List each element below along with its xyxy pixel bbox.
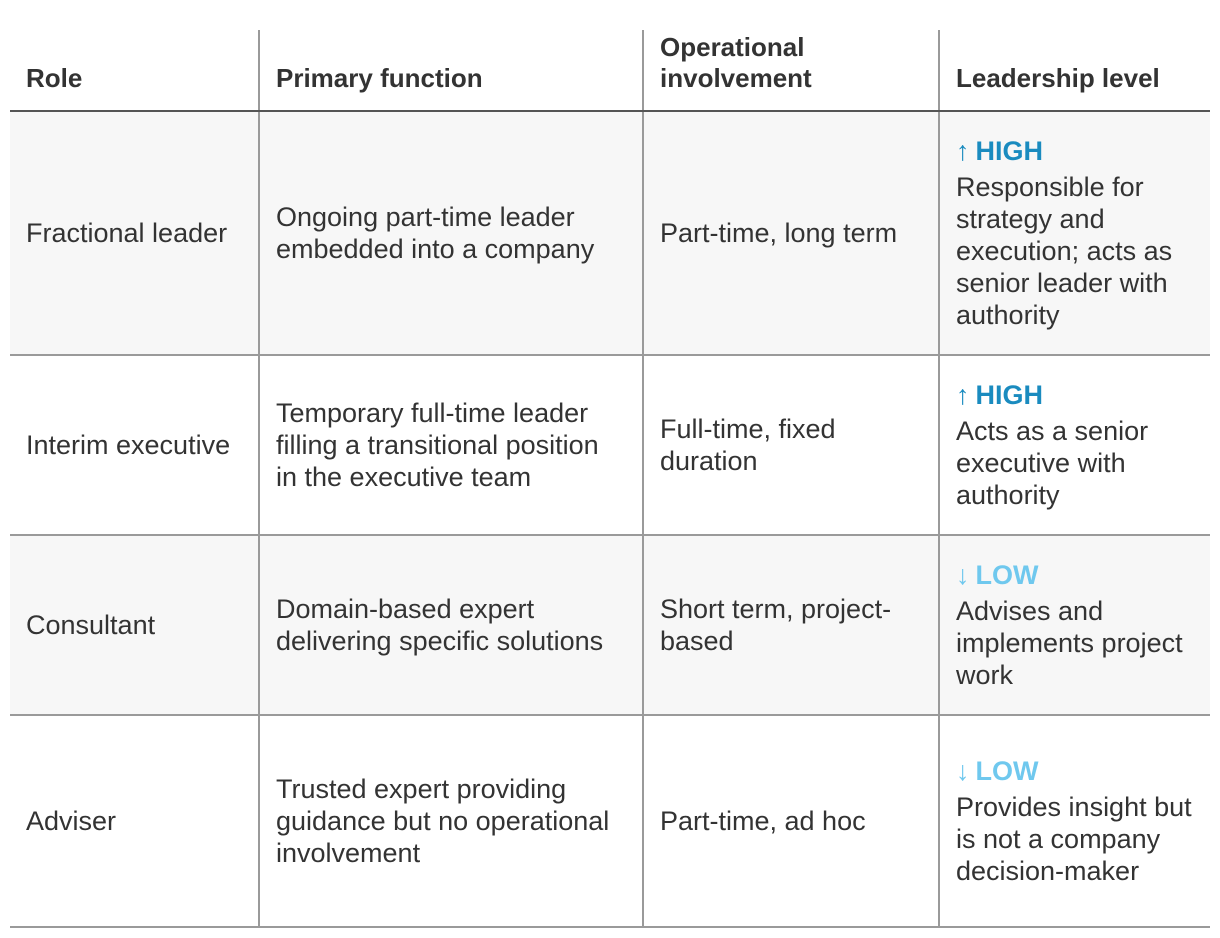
involvement-cell: Part-time, ad hoc xyxy=(642,715,939,928)
header-operational-involvement: Operational involvement xyxy=(642,30,939,112)
involvement-cell: Part-time, long term xyxy=(642,111,939,356)
table-row: Adviser Trusted expert providing guidanc… xyxy=(10,715,1210,928)
header-role: Role xyxy=(10,30,259,112)
table-row: Interim executive Temporary full-time le… xyxy=(10,355,1210,536)
arrow-down-icon: ↓ xyxy=(956,756,970,786)
leadership-description: Provides insight but is not a company de… xyxy=(956,792,1192,886)
function-cell: Ongoing part-time leader embedded into a… xyxy=(258,111,643,356)
header-leadership-level: Leadership level xyxy=(938,30,1210,112)
header-primary-function: Primary function xyxy=(258,30,643,112)
involvement-cell: Full-time, fixed duration xyxy=(642,355,939,536)
leadership-description: Advises and implements project work xyxy=(956,596,1183,690)
role-cell: Interim executive xyxy=(10,355,259,536)
function-cell: Temporary full-time leader filling a tra… xyxy=(258,355,643,536)
leadership-level-text: HIGH xyxy=(975,136,1044,166)
leadership-level-text: LOW xyxy=(975,560,1039,590)
arrow-down-icon: ↓ xyxy=(956,560,970,590)
arrow-up-icon: ↑ xyxy=(956,380,970,410)
leadership-level-text: HIGH xyxy=(975,380,1044,410)
arrow-up-icon: ↑ xyxy=(956,136,970,166)
leadership-cell: ↑ HIGH Responsible for strategy and exec… xyxy=(938,111,1210,356)
leadership-cell: ↓ LOW Provides insight but is not a comp… xyxy=(938,715,1210,928)
leadership-cell: ↑ HIGH Acts as a senior executive with a… xyxy=(938,355,1210,536)
involvement-cell: Short term, project-based xyxy=(642,535,939,716)
function-cell: Domain-based expert delivering specific … xyxy=(258,535,643,716)
leadership-level-badge: ↑ HIGH xyxy=(956,135,1194,167)
leadership-description: Acts as a senior executive with authorit… xyxy=(956,416,1149,510)
header-row: Role Primary function Operational involv… xyxy=(10,30,1210,112)
role-cell: Fractional leader xyxy=(10,111,259,356)
role-cell: Adviser xyxy=(10,715,259,928)
leadership-level-badge: ↓ LOW xyxy=(956,755,1194,787)
leadership-level-badge: ↑ HIGH xyxy=(956,379,1194,411)
function-cell: Trusted expert providing guidance but no… xyxy=(258,715,643,928)
leadership-level-badge: ↓ LOW xyxy=(956,559,1194,591)
table-row: Consultant Domain-based expert deliverin… xyxy=(10,535,1210,716)
role-cell: Consultant xyxy=(10,535,259,716)
table-row: Fractional leader Ongoing part-time lead… xyxy=(10,111,1210,356)
roles-comparison-table: Role Primary function Operational involv… xyxy=(10,30,1210,928)
leadership-level-text: LOW xyxy=(975,756,1039,786)
leadership-description: Responsible for strategy and execution; … xyxy=(956,172,1173,330)
leadership-cell: ↓ LOW Advises and implements project wor… xyxy=(938,535,1210,716)
